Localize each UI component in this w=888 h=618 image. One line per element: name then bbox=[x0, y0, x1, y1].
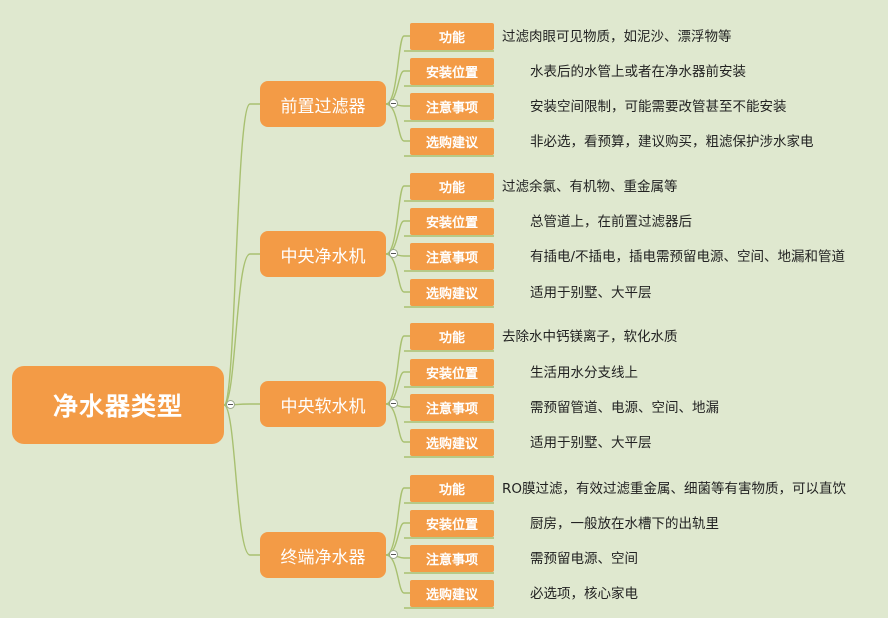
attribute-label: 安装位置 bbox=[425, 66, 478, 81]
attribute-tag: 选购建议 bbox=[410, 580, 494, 607]
attribute-tag: 功能 bbox=[410, 173, 494, 200]
category-node[interactable]: 终端净水器 bbox=[260, 532, 386, 578]
attribute-text: 过滤余氯、有机物、重金属等 bbox=[502, 179, 678, 195]
attribute-text: 适用于别墅、大平层 bbox=[530, 285, 652, 301]
attribute-label: 选购建议 bbox=[425, 287, 478, 302]
attribute-text: 需预留管道、电源、空间、地漏 bbox=[530, 400, 719, 416]
root-node[interactable]: 净水器类型 bbox=[12, 366, 224, 444]
attribute-tag: 功能 bbox=[410, 475, 494, 502]
attribute-label: 注意事项 bbox=[425, 402, 478, 417]
attribute-text: 水表后的水管上或者在净水器前安装 bbox=[530, 64, 746, 80]
attribute-label: 注意事项 bbox=[425, 553, 478, 568]
category-to-attribute-line bbox=[385, 220, 410, 255]
attribute-label: 选购建议 bbox=[425, 588, 478, 603]
attribute-text: 非必选，看预算，建议购买，粗滤保护涉水家电 bbox=[530, 134, 814, 150]
category-node[interactable]: 中央净水机 bbox=[260, 231, 386, 277]
category-to-attribute-line bbox=[385, 185, 410, 255]
attribute-tag: 功能 bbox=[410, 323, 494, 350]
attribute-tag: 安装位置 bbox=[410, 58, 494, 85]
category-to-attribute-line bbox=[385, 403, 410, 443]
attribute-text: 生活用水分支线上 bbox=[530, 365, 638, 381]
attribute-tag: 安装位置 bbox=[410, 510, 494, 537]
root-to-category-line bbox=[223, 103, 260, 406]
attribute-text: 过滤肉眼可见物质，如泥沙、漂浮物等 bbox=[502, 29, 732, 45]
category-node[interactable]: 前置过滤器 bbox=[260, 81, 386, 127]
attribute-label: 注意事项 bbox=[425, 251, 478, 266]
attribute-tag: 选购建议 bbox=[410, 279, 494, 306]
attribute-tag: 安装位置 bbox=[410, 359, 494, 386]
attribute-label: 选购建议 bbox=[425, 437, 478, 452]
root-collapse-icon[interactable] bbox=[226, 400, 235, 409]
attribute-tag: 注意事项 bbox=[410, 394, 494, 421]
attribute-label: 功能 bbox=[438, 31, 465, 46]
attribute-text: 需预留电源、空间 bbox=[530, 551, 638, 567]
category-to-attribute-line bbox=[385, 35, 410, 105]
category-to-attribute-line bbox=[385, 335, 410, 405]
category-label: 中央净水机 bbox=[280, 246, 366, 267]
attribute-label: 功能 bbox=[438, 181, 465, 196]
root-to-category-line bbox=[223, 404, 260, 556]
category-label: 中央软水机 bbox=[280, 396, 366, 417]
category-collapse-icon[interactable] bbox=[389, 99, 398, 108]
attribute-text: 厨房，一般放在水槽下的出轨里 bbox=[530, 516, 719, 532]
attribute-text: 必选项，核心家电 bbox=[530, 586, 638, 602]
category-collapse-icon[interactable] bbox=[389, 249, 398, 258]
category-to-attribute-line bbox=[385, 253, 410, 293]
attribute-text: 适用于别墅、大平层 bbox=[530, 435, 652, 451]
attribute-label: 选购建议 bbox=[425, 136, 478, 151]
category-to-attribute-line bbox=[385, 70, 410, 105]
attribute-tag: 注意事项 bbox=[410, 243, 494, 270]
category-collapse-icon[interactable] bbox=[389, 550, 398, 559]
attribute-label: 安装位置 bbox=[425, 367, 478, 382]
category-to-attribute-line bbox=[385, 487, 410, 556]
attribute-label: 功能 bbox=[438, 483, 465, 498]
attribute-label: 注意事项 bbox=[425, 101, 478, 116]
attribute-label: 安装位置 bbox=[425, 216, 478, 231]
attribute-label: 安装位置 bbox=[425, 518, 478, 533]
attribute-text: 总管道上，在前置过滤器后 bbox=[530, 214, 692, 230]
attribute-text: 有插电/不插电，插电需预留电源、空间、地漏和管道 bbox=[530, 249, 846, 265]
attribute-tag: 选购建议 bbox=[410, 429, 494, 456]
attribute-tag: 选购建议 bbox=[410, 128, 494, 155]
attribute-tag: 功能 bbox=[410, 23, 494, 50]
attribute-tag: 注意事项 bbox=[410, 93, 494, 120]
attribute-text: 去除水中钙镁离子，软化水质 bbox=[502, 329, 678, 345]
category-to-attribute-line bbox=[385, 103, 410, 142]
attribute-label: 功能 bbox=[438, 331, 465, 346]
category-to-attribute-line bbox=[385, 554, 410, 594]
category-collapse-icon[interactable] bbox=[389, 399, 398, 408]
attribute-text: 安装空间限制，可能需要改管甚至不能安装 bbox=[530, 99, 787, 115]
category-node[interactable]: 中央软水机 bbox=[260, 381, 386, 427]
category-label: 前置过滤器 bbox=[280, 96, 366, 117]
attribute-tag: 安装位置 bbox=[410, 208, 494, 235]
attribute-text: RO膜过滤，有效过滤重金属、细菌等有害物质，可以直饮 bbox=[502, 481, 847, 497]
root-to-category-line bbox=[223, 253, 260, 406]
category-label: 终端净水器 bbox=[280, 547, 366, 568]
attribute-tag: 注意事项 bbox=[410, 545, 494, 572]
root-label: 净水器类型 bbox=[52, 392, 183, 421]
